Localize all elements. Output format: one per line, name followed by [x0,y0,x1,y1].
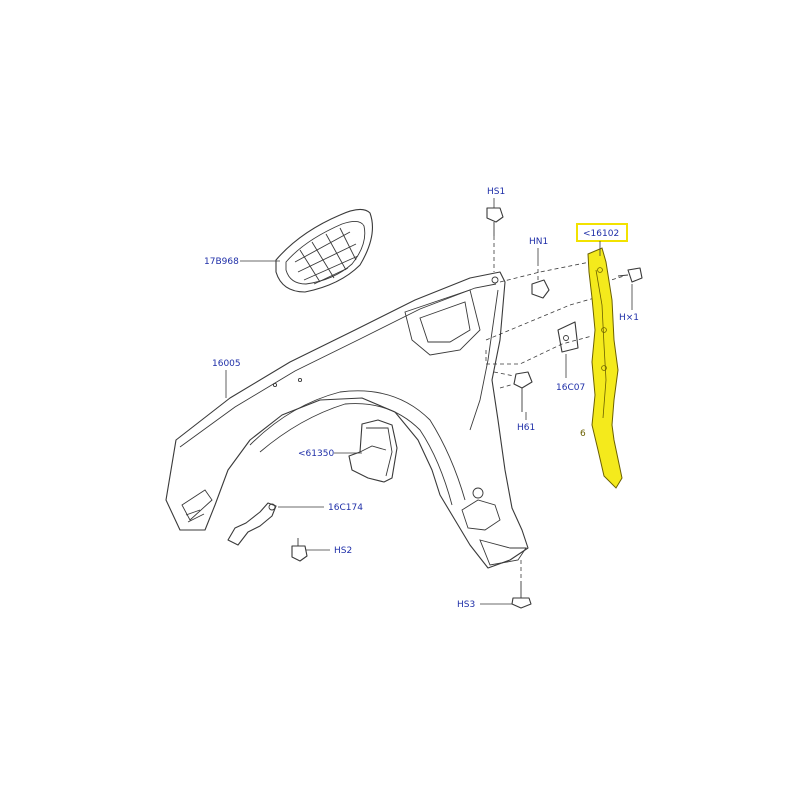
label-17b968: 17B968 [204,257,239,267]
bolt-hs2 [291,538,308,562]
label-16c174: 16C174 [328,503,363,513]
label-hn1: HN1 [529,237,548,247]
bolt-h61 [513,371,533,412]
fender-16005 [165,271,529,569]
nut-hn1 [531,262,550,299]
label-61350: <61350 [298,449,334,459]
label-hs2: HS2 [334,546,352,556]
splash-shield-61350 [348,419,398,483]
label-6: 6 [580,429,586,439]
highlighted-panel-16102 [587,247,623,489]
label-16005: 16005 [212,359,241,369]
label-16102: <16102 [583,229,619,239]
vent-grille-17b968 [275,208,373,293]
leader-lines [225,198,633,605]
bolt-hs3 [511,560,532,609]
bracket-16c07 [557,321,579,353]
label-hs3: HS3 [457,600,475,610]
label-16c07: 16C07 [556,383,585,393]
clip-16c174 [227,502,277,546]
label-hs1: HS1 [487,187,505,197]
screw-hx1 [617,267,643,283]
label-hx1: H×1 [619,313,639,323]
highlight-box [576,223,628,242]
label-h61: H61 [517,423,535,433]
bolt-hs1 [486,207,504,272]
